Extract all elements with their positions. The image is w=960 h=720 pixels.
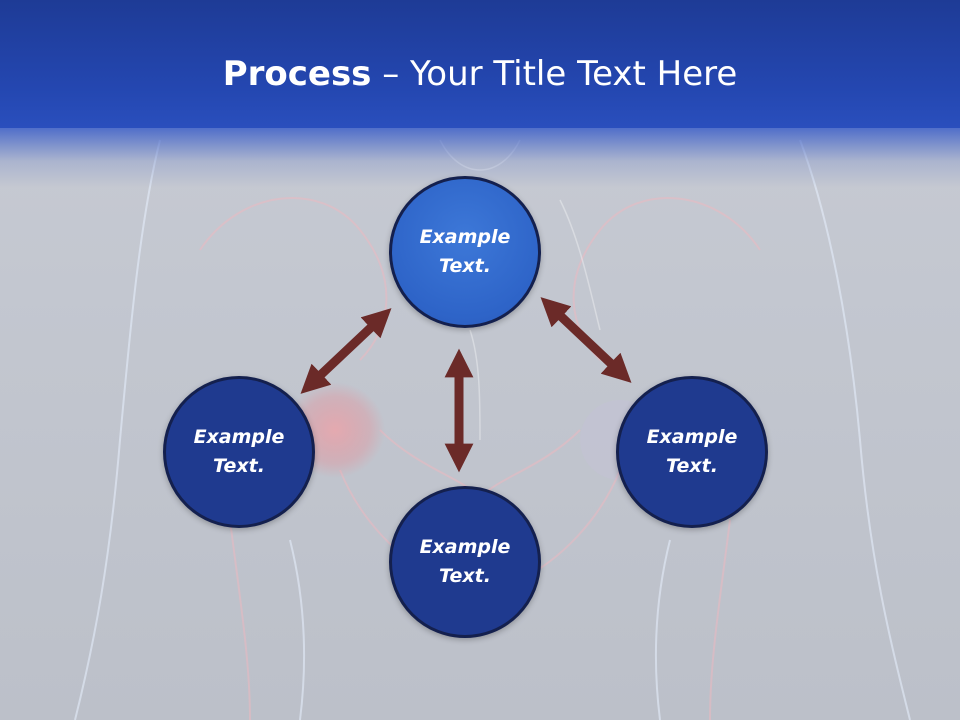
title-rest: – Your Title Text Here: [371, 54, 738, 94]
title-bar: [0, 0, 960, 128]
process-step-right: Example Text.: [616, 376, 768, 528]
process-step-right-label: Example Text.: [646, 426, 738, 477]
slide-title: Process – Your Title Text Here: [0, 52, 960, 96]
process-step-top: Example Text.: [389, 176, 541, 328]
arrow-top-right: [540, 297, 632, 383]
process-step-left: Example Text.: [163, 376, 315, 528]
process-step-bottom: Example Text.: [389, 486, 541, 638]
process-step-left-label: Example Text.: [193, 426, 285, 477]
process-step-bottom-label: Example Text.: [419, 536, 511, 587]
arrow-top-left: [300, 308, 392, 394]
process-step-top-label: Example Text.: [419, 226, 511, 277]
title-bold: Process: [222, 54, 372, 94]
